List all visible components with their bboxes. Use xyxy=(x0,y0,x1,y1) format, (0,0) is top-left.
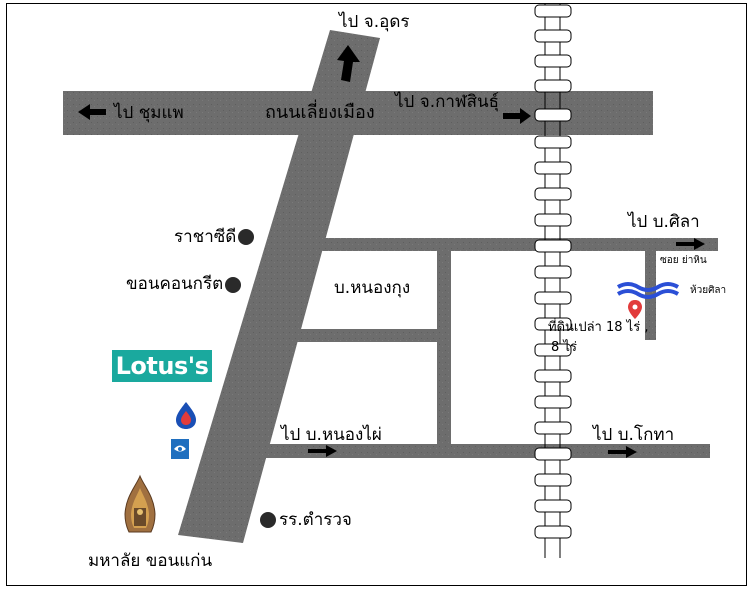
label-soi-yanhin: ซอย ย่าหิน xyxy=(660,255,707,266)
label-ratchasima: ราชาซีดี xyxy=(174,227,237,247)
road-nong-phai xyxy=(248,444,710,458)
label-to-ban-khok-ha: ไป บ.โกทา xyxy=(593,425,675,445)
arrow-right-icon xyxy=(608,446,637,458)
arrow-right-icon xyxy=(308,445,337,457)
lotus-store-logo: Lotus's xyxy=(112,350,212,382)
road-to-ban-sila xyxy=(318,238,718,251)
highway-diagonal xyxy=(178,30,380,543)
road-vertical-inner xyxy=(437,250,451,446)
label-khon-kaen-concrete: ขอนคอนกรีต xyxy=(126,274,224,294)
label-main-road: ถนนเลี่ยงเมือง xyxy=(265,102,375,123)
label-university: มหาลัย ขอนแก่น xyxy=(88,551,213,571)
label-ban-nong-kung: บ.หนองกุง xyxy=(334,278,411,298)
label-to-kalasin: ไป จ.กาฬสินธุ์ xyxy=(395,92,499,112)
label-to-ban-sila: ไป บ.ศิลา xyxy=(628,212,700,232)
khon-kaen-concrete-marker-icon xyxy=(225,277,241,293)
arrow-left-icon xyxy=(78,104,106,120)
label-to-udon: ไป จ.อุดร xyxy=(339,12,410,32)
huai-sila-river xyxy=(616,282,680,299)
label-huai-sila: ห้วยศิลา xyxy=(690,285,727,296)
railway xyxy=(534,3,572,558)
label-land-line1: ที่ดินเปล่า 18 ไร่ , xyxy=(548,320,649,335)
arrow-right-icon xyxy=(503,108,531,124)
map-frame xyxy=(6,3,747,586)
label-to-chumphae: ไป ชุมแพ xyxy=(114,103,184,123)
label-land-line2: 8 ไร่ xyxy=(551,340,577,355)
temple-icon xyxy=(124,474,156,533)
arrow-up-icon xyxy=(337,45,360,82)
bangchak-logo-icon xyxy=(171,439,189,459)
arrow-right-icon xyxy=(676,238,705,250)
school-marker-icon xyxy=(260,512,276,528)
ratchasima-marker-icon xyxy=(238,229,254,245)
road-nong-kung-inner xyxy=(288,329,448,342)
ptt-logo-icon xyxy=(176,402,196,429)
location-pin-icon xyxy=(628,300,642,319)
label-to-ban-nong-phai: ไป บ.หนองไผ่ xyxy=(281,425,382,445)
label-school: รร.ตำรวจ xyxy=(279,510,352,530)
